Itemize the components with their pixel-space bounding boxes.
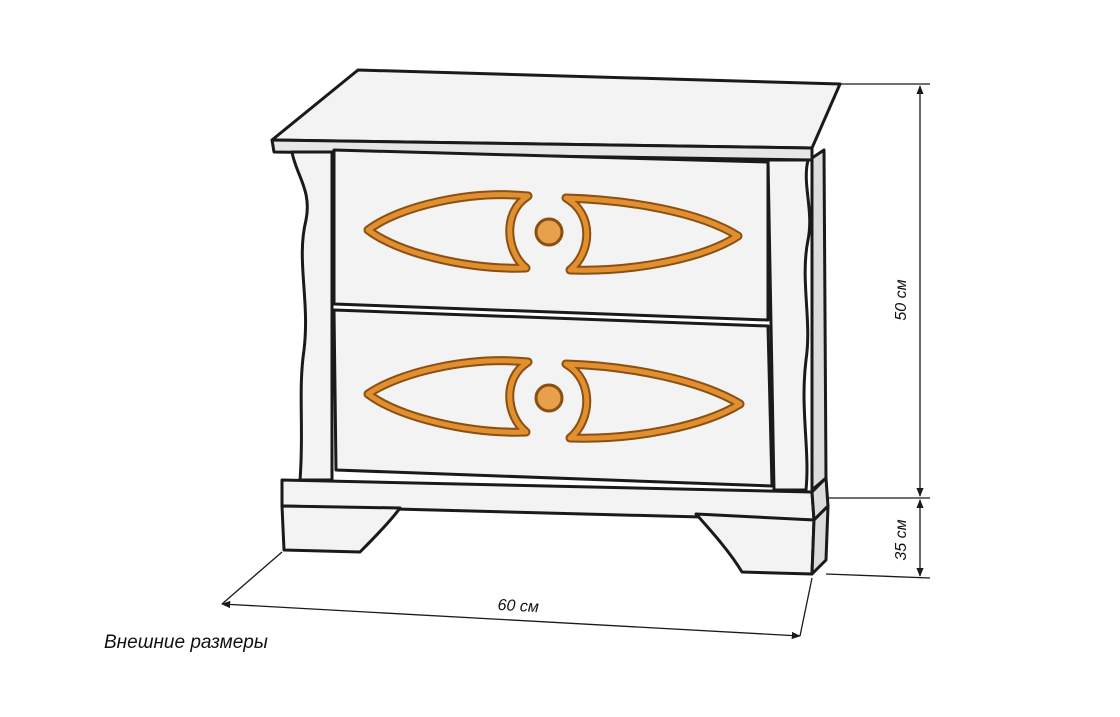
label-height-35: 35 см: [893, 519, 910, 560]
caption: Внешние размеры: [104, 632, 268, 653]
side-wall: [810, 148, 828, 492]
right-pilaster: [766, 158, 812, 492]
label-height-50: 50 см: [893, 279, 910, 320]
top-panel: [270, 68, 842, 150]
extension-left-width: [221, 551, 283, 605]
left-foot: [280, 504, 402, 554]
lower-knob: [534, 383, 564, 413]
dimension-60-line: [221, 600, 801, 640]
upper-ornament: [363, 190, 743, 275]
right-foot-edge: [810, 504, 830, 576]
label-width-60: 60 см: [497, 597, 539, 616]
dimension-lines: [221, 83, 931, 640]
drawer-ornaments: [363, 190, 745, 443]
lower-ornament: [363, 356, 745, 443]
extension-right-width: [799, 577, 813, 637]
left-pilaster: [290, 150, 334, 482]
right-foot: [694, 512, 816, 576]
upper-knob: [534, 217, 564, 247]
extension-bottom: [825, 573, 931, 579]
nightstand-illustration: [270, 68, 842, 576]
